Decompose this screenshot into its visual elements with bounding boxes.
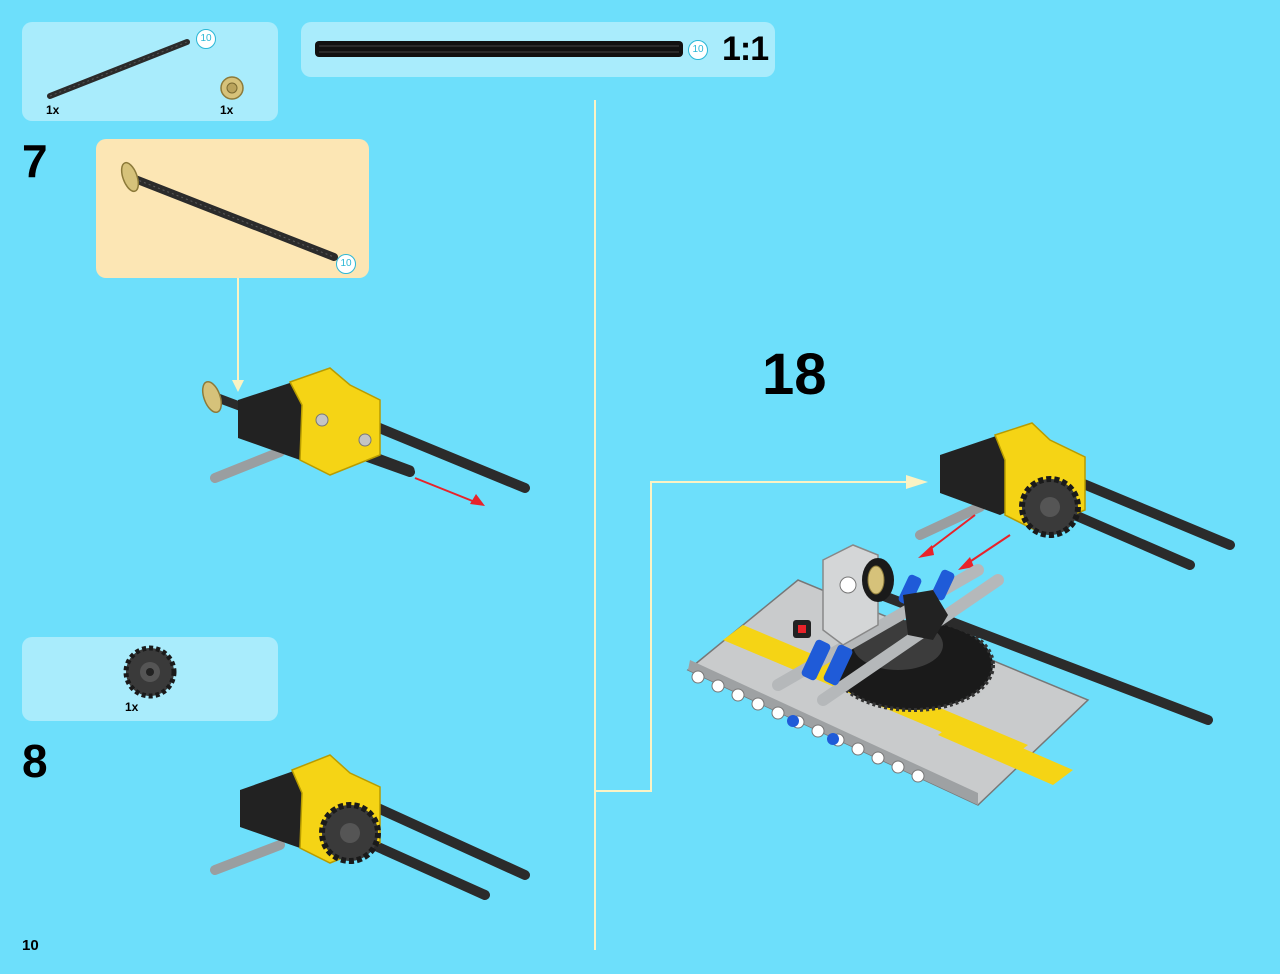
step-number-8: 8: [22, 735, 48, 787]
scale-label: 1:1: [722, 30, 769, 68]
axle-with-bushing-image: [120, 161, 338, 261]
assembly-guide-line-vertical: [650, 481, 652, 792]
step-8-model-image: [210, 754, 530, 900]
axle-length-badge: 10: [196, 29, 216, 49]
scale-axle-badge: 10: [688, 40, 708, 60]
assembly-guide-line-horizontal-bottom: [594, 790, 652, 792]
assembly-guide-arrowhead: [906, 475, 928, 489]
subassembly-callout-step-7: 10: [96, 139, 369, 278]
callout-guide-line: [237, 278, 239, 388]
parts-list-step-8: 1x: [22, 637, 278, 721]
axle-quantity: 1x: [46, 103, 60, 117]
callout-guide-arrowhead: [232, 380, 244, 392]
step-number-18: 18: [762, 342, 827, 407]
axle-scale-panel: 10 1:1: [301, 22, 775, 77]
assembly-guide-line-horizontal-top: [650, 481, 910, 483]
step-18-base-assembly-image: [686, 544, 1213, 806]
gear-quantity: 1x: [125, 700, 139, 714]
axle-1to1-image: [315, 41, 683, 57]
subassembly-axle-badge: 10: [336, 254, 356, 274]
bushing-quantity: 1x: [220, 103, 234, 117]
bushing-part-image: [220, 76, 244, 100]
step-number-7: 7: [22, 135, 48, 187]
step-18-subassembly-image: [915, 422, 1235, 570]
step-7-model-image: [201, 367, 530, 506]
page-number: 10: [22, 937, 39, 954]
parts-list-step-7: 10 1x 1x: [22, 22, 278, 121]
gear-24-tooth-part-image: [123, 645, 177, 699]
page-divider-line: [594, 100, 596, 950]
axle-10-part-image: [47, 39, 190, 99]
